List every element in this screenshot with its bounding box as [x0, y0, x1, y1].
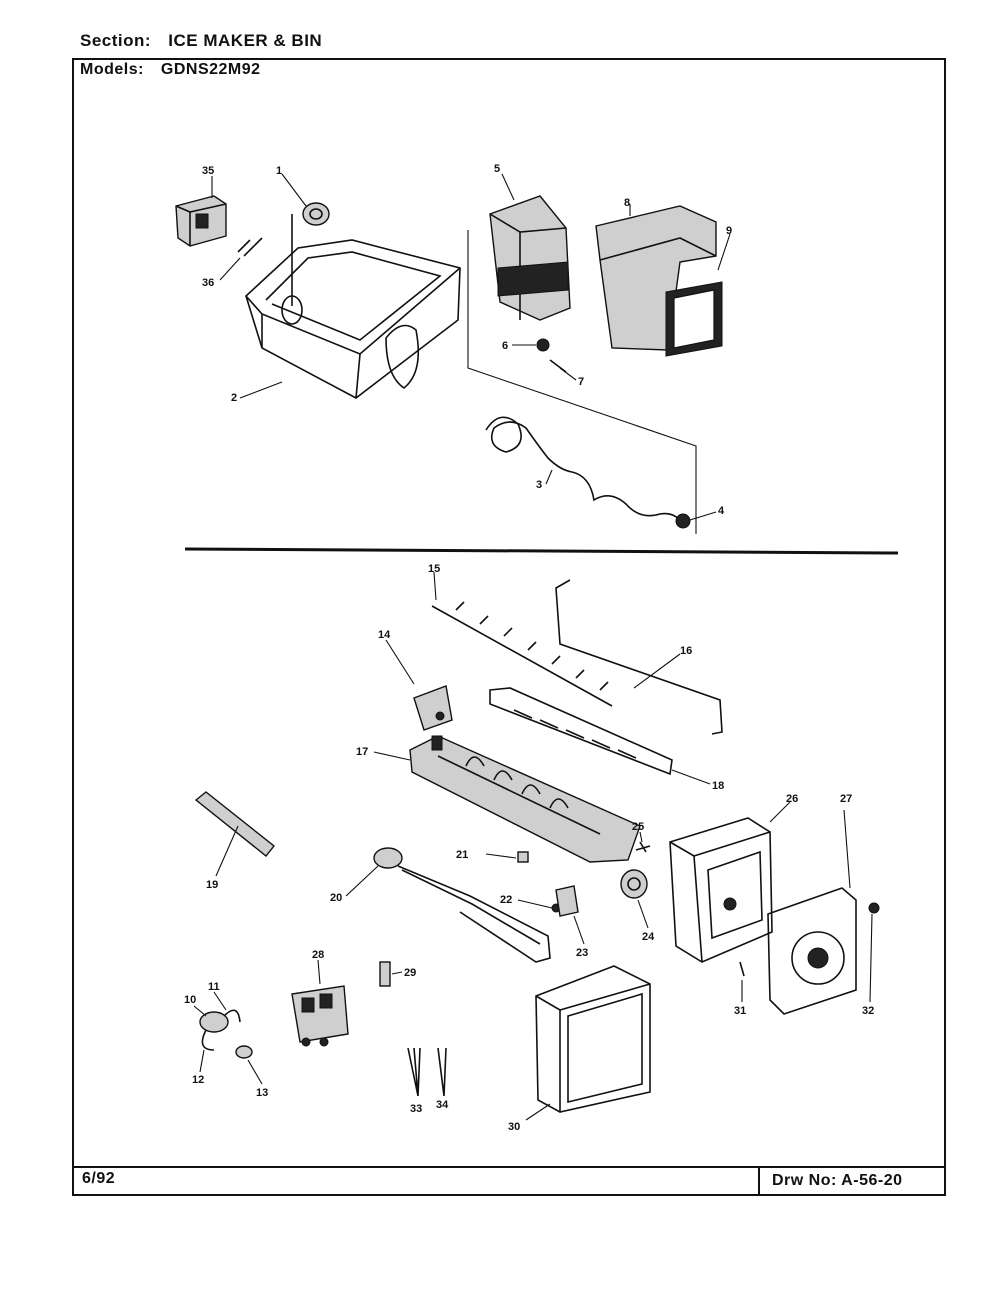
callout-7: 7	[578, 376, 584, 388]
callout-19: 19	[206, 879, 218, 891]
part-26-housing	[669, 817, 773, 963]
models-label: Models:	[80, 61, 144, 78]
callout-24: 24	[642, 931, 655, 943]
part-9-gasket	[665, 281, 723, 357]
part-16-bail-arm	[555, 579, 723, 735]
callout-22: 22	[500, 894, 512, 906]
callout-4: 4	[718, 505, 725, 517]
callout-29: 29	[404, 967, 416, 979]
callout-14: 14	[378, 629, 391, 641]
mounting-outline	[467, 230, 697, 534]
part-23-bracket	[555, 885, 579, 917]
part-13-plug	[235, 1045, 253, 1059]
callout-28: 28	[312, 949, 324, 961]
part-2-ice-bin	[245, 214, 461, 399]
section-label: Section:	[80, 31, 152, 50]
callout-21: 21	[456, 849, 468, 861]
part-17-mold	[409, 735, 641, 863]
part-19-fill-tube	[194, 791, 275, 857]
callout-34: 34	[436, 1099, 449, 1111]
footer-date: 6/92	[82, 1170, 116, 1187]
part-21-clip	[517, 851, 529, 863]
footer-drawing-number: Drw No: A-56-20	[772, 1172, 903, 1189]
part-29-fitting	[379, 961, 391, 987]
callout-6: 6	[502, 340, 508, 352]
part-10-valve-body	[199, 1011, 229, 1033]
part-15-ejector	[431, 601, 613, 707]
callout-25: 25	[632, 821, 644, 833]
section-header: Section: ICE MAKER & BIN	[80, 31, 322, 51]
callout-16: 16	[680, 645, 692, 657]
callout-2: 2	[231, 392, 237, 404]
part-4-connector	[675, 513, 691, 529]
leader-lines	[193, 173, 873, 1121]
part-35-motor-bracket	[175, 195, 227, 247]
part-14-lever	[413, 685, 453, 731]
part-12-tube	[201, 1029, 215, 1051]
part-27-cover	[767, 887, 857, 1015]
callout-26: 26	[786, 793, 798, 805]
part-8-duct	[595, 205, 717, 351]
footer-divider	[758, 1166, 760, 1196]
part-32-grommet	[868, 902, 880, 914]
callout-18: 18	[712, 780, 724, 792]
part-3-heater-wire	[485, 416, 681, 521]
part-25-screw	[635, 841, 651, 853]
callout-32: 32	[862, 1005, 874, 1017]
callout-17: 17	[356, 746, 368, 758]
part-1-auger-cap	[302, 202, 330, 226]
part-33-screws	[407, 1047, 421, 1097]
part-24-motor	[620, 869, 648, 899]
part-28-water-valve	[291, 985, 349, 1047]
callout-27: 27	[840, 793, 852, 805]
callout-35: 35	[202, 165, 214, 177]
callout-11: 11	[208, 981, 220, 993]
callout-31: 31	[734, 1005, 746, 1017]
part-6-grommet	[536, 338, 550, 352]
drawing-frame	[72, 58, 946, 1196]
part-20-harness	[373, 847, 551, 963]
callout-10: 10	[184, 994, 196, 1006]
section-value: ICE MAKER & BIN	[168, 31, 323, 50]
part-31-screw	[739, 961, 745, 977]
part-34-screws	[437, 1047, 447, 1097]
part-36-screws	[237, 237, 263, 257]
callout-labels: 1 2 3 4 5 6 7 8 9 10 11 12 13 14 15 16 1…	[184, 163, 874, 1133]
part-5-chute	[489, 195, 571, 321]
part-11-clamp	[223, 1009, 241, 1023]
models-value: GDNS22M92	[160, 61, 261, 78]
callout-23: 23	[576, 947, 588, 959]
callout-5: 5	[494, 163, 500, 175]
callout-3: 3	[536, 479, 542, 491]
part-18-stripper	[489, 687, 673, 776]
callout-8: 8	[624, 197, 630, 209]
section-divider-line	[184, 547, 899, 555]
callout-30: 30	[508, 1121, 520, 1133]
callout-15: 15	[428, 563, 440, 575]
callout-12: 12	[192, 1074, 204, 1086]
callout-9: 9	[726, 225, 732, 237]
part-30-front-cover	[535, 965, 651, 1113]
callout-33: 33	[410, 1103, 422, 1115]
callout-1: 1	[276, 165, 282, 177]
footer-rule	[72, 1166, 946, 1168]
callout-13: 13	[256, 1087, 268, 1099]
callout-36: 36	[202, 277, 214, 289]
callout-20: 20	[330, 892, 342, 904]
models-header: Models: GDNS22M92	[80, 61, 261, 79]
